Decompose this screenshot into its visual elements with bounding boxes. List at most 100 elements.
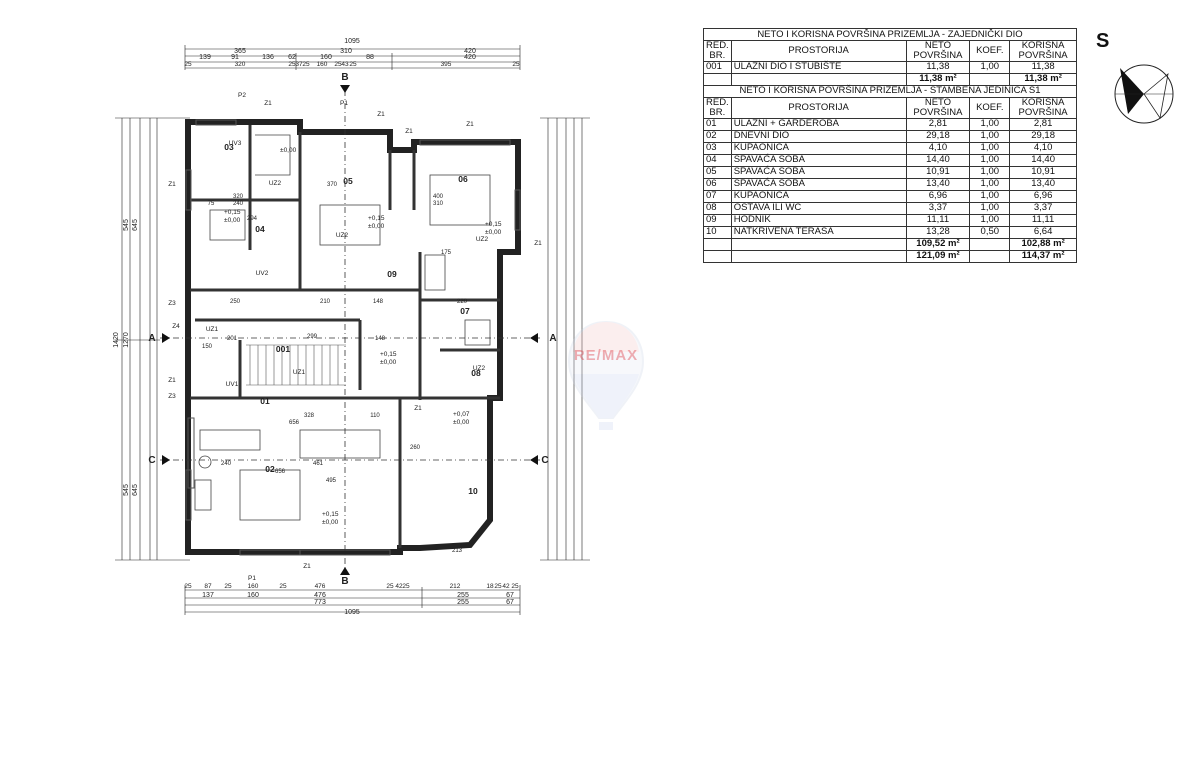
- cell-net: 29,18: [905, 129, 971, 143]
- cell-no: 07: [703, 189, 732, 203]
- cell-coef: 1,00: [969, 60, 1011, 74]
- header-koef: KOEF.: [969, 40, 1011, 62]
- dimension-label: 1270: [123, 332, 130, 348]
- cell-net: 3,37: [905, 201, 971, 215]
- dimension-label: 25: [512, 61, 520, 68]
- section-letter: C: [541, 455, 548, 466]
- grand-total-usable: 114,37 m²: [1009, 249, 1077, 263]
- dimension-label: 25: [288, 61, 296, 68]
- level-mark: ±0,00: [224, 217, 241, 224]
- level-mark: +0,15: [368, 215, 385, 222]
- furniture: [194, 134, 491, 521]
- room-number: 09: [387, 269, 397, 279]
- cell-coef: 1,00: [969, 213, 1011, 227]
- cell-usable: 13,40: [1009, 177, 1077, 191]
- cell-net: 14,40: [905, 153, 971, 167]
- level-mark: +0,15: [380, 351, 397, 358]
- unit-total-row: 109,52 m² 102,88 m²: [703, 237, 1077, 251]
- dimension-label: 495: [326, 478, 337, 484]
- section-title-row: NETO I KORISNA POVRŠINA PRIZEMLJA - STAM…: [703, 84, 1077, 98]
- room-number: 07: [460, 306, 470, 316]
- unit-total-net: 109,52 m²: [905, 237, 971, 251]
- dimension-label: 25: [402, 583, 410, 590]
- cell-coef: 1,00: [969, 189, 1011, 203]
- dimension-label: 213: [452, 548, 463, 554]
- remax-balloon-logo: [567, 320, 645, 430]
- element-tag: Z1: [168, 181, 176, 188]
- dimension-label: 461: [313, 461, 324, 467]
- common-total-net: 11,38 m²: [905, 72, 971, 86]
- area-table: NETO I KORISNA POVRŠINA PRIZEMLJA - ZAJE…: [703, 28, 1077, 263]
- section-lines: [160, 90, 540, 570]
- stairs: [246, 344, 346, 386]
- cell-net: 2,81: [905, 117, 971, 131]
- cell-no: 03: [703, 141, 732, 155]
- element-tag: UV1: [226, 381, 239, 388]
- cell-no: 02: [703, 129, 732, 143]
- section-letter: B: [341, 576, 348, 587]
- cell-room: OSTAVA ILI WC: [730, 201, 907, 215]
- dimension-label: 201: [227, 336, 238, 342]
- dimension-label: 476: [314, 592, 326, 599]
- dimension-label: 255: [457, 592, 469, 599]
- dimension-label: 160: [317, 61, 328, 68]
- dimension-label: 25: [386, 583, 394, 590]
- section-letter: A: [148, 333, 155, 344]
- section-title-unit: NETO I KORISNA POVRŠINA PRIZEMLJA - STAM…: [703, 84, 1077, 98]
- dimension-label: 110: [370, 413, 380, 419]
- dimension-label: 310: [433, 201, 444, 207]
- dimension-label: 25: [184, 583, 192, 590]
- header-red-br: RED.BR.: [703, 40, 732, 62]
- room-number: 10: [468, 486, 478, 496]
- level-mark: ±0,00: [280, 147, 297, 154]
- compass-label: S: [1096, 30, 1110, 52]
- cell-no: 01: [703, 117, 732, 131]
- cell-usable: 4,10: [1009, 141, 1077, 155]
- dimension-label: 88: [366, 54, 374, 61]
- cell-coef: 1,00: [969, 153, 1011, 167]
- dimension-label: 43: [341, 61, 349, 68]
- cell-usable: 11,11: [1009, 213, 1077, 227]
- dimension-label: 240: [221, 461, 232, 467]
- level-mark: ±0,00: [368, 223, 385, 230]
- cell-room: KUPAONICA: [730, 189, 907, 203]
- dimension-label: 18: [486, 583, 494, 590]
- element-tag: UZ2: [476, 236, 489, 243]
- cell-net: 11,11: [905, 213, 971, 227]
- cell-net: 13,28: [905, 225, 971, 239]
- dimension-label: 212: [450, 583, 461, 590]
- level-mark: +0,15: [485, 221, 502, 228]
- dimension-label: 25: [302, 61, 310, 68]
- element-tag: UV2: [256, 270, 269, 277]
- left-dimension-lines: [115, 117, 190, 561]
- dimension-label: 25: [184, 61, 192, 68]
- cell-no: 06: [703, 177, 732, 191]
- dimension-label: 160: [320, 54, 332, 61]
- section-letter: A: [549, 333, 556, 344]
- cell-no: 05: [703, 165, 732, 179]
- level-mark: +0,15: [322, 511, 339, 518]
- dimension-label: 420: [464, 54, 476, 61]
- dimension-label: 773: [314, 599, 326, 606]
- level-mark: +0,07: [453, 411, 470, 418]
- element-tag: Z1: [377, 111, 385, 118]
- cell-no: 08: [703, 201, 732, 215]
- cell-room: ULAZNI + GARDEROBA: [730, 117, 907, 131]
- element-tag: Z1: [264, 100, 272, 107]
- section-title-row: NETO I KORISNA POVRŠINA PRIZEMLJA - ZAJE…: [703, 28, 1077, 41]
- cell-room: NATKRIVENA TERASA: [730, 225, 907, 239]
- cell-room: ULAZNI DIO I STUBIŠTE: [730, 60, 907, 74]
- dimension-label: 136: [262, 54, 274, 61]
- element-tag: Z1: [303, 563, 311, 570]
- cell-net: 13,40: [905, 177, 971, 191]
- header-prostorija: PROSTORIJA: [730, 40, 907, 62]
